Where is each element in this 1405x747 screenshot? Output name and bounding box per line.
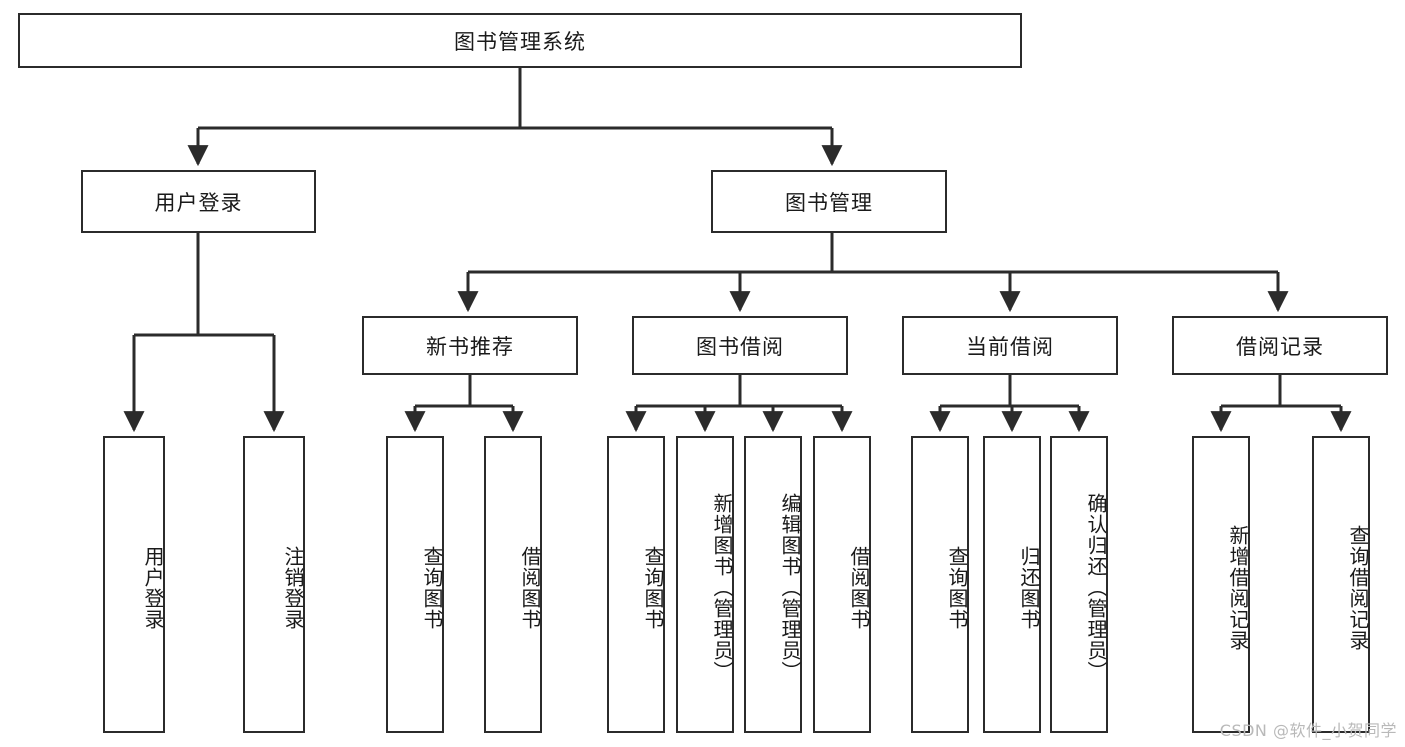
node-book-management[interactable]: 图书管理 [711,170,947,233]
node-current-query-book[interactable]: 查询图书 [911,436,969,733]
node-borrow-query-book-label: 查询图书 [641,545,665,630]
node-recommend-borrow-book[interactable]: 借阅图书 [484,436,542,733]
node-borrow-records-label: 借阅记录 [1236,334,1324,359]
node-new-book-recommend-label: 新书推荐 [426,334,514,359]
node-current-confirm-return-label: 确认归还（管理员） [1084,493,1108,682]
node-recommend-borrow-book-label: 借阅图书 [518,545,542,630]
node-book-borrow[interactable]: 图书借阅 [632,316,848,375]
node-current-borrow-label: 当前借阅 [966,334,1054,359]
node-records-add-label: 新增借阅记录 [1226,524,1250,651]
node-root-label: 图书管理系统 [454,29,586,54]
node-borrow-borrow-book-label: 借阅图书 [847,545,871,630]
node-user-login[interactable]: 用户登录 [81,170,316,233]
node-user-login-label: 用户登录 [154,190,243,215]
node-current-borrow[interactable]: 当前借阅 [902,316,1118,375]
node-records-query-label: 查询借阅记录 [1346,524,1370,651]
node-records-query[interactable]: 查询借阅记录 [1312,436,1370,733]
node-user-login-do[interactable]: 用户登录 [103,436,165,733]
node-book-borrow-label: 图书借阅 [696,334,784,359]
node-recommend-query-book-label: 查询图书 [420,545,444,630]
node-borrow-edit-book-label: 编辑图书（管理员） [778,493,802,682]
node-borrow-borrow-book[interactable]: 借阅图书 [813,436,871,733]
node-current-return-book[interactable]: 归还图书 [983,436,1041,733]
watermark: CSDN @软件_小贺同学 [1219,721,1397,740]
node-user-logout[interactable]: 注销登录 [243,436,305,733]
node-user-logout-label: 注销登录 [281,545,305,630]
node-current-query-book-label: 查询图书 [945,545,969,630]
node-borrow-query-book[interactable]: 查询图书 [607,436,665,733]
node-user-login-do-label: 用户登录 [141,545,165,630]
node-borrow-edit-book[interactable]: 编辑图书（管理员） [744,436,802,733]
node-borrow-records[interactable]: 借阅记录 [1172,316,1388,375]
node-current-return-book-label: 归还图书 [1017,545,1041,630]
node-records-add[interactable]: 新增借阅记录 [1192,436,1250,733]
node-borrow-add-book-label: 新增图书（管理员） [710,493,734,682]
node-root[interactable]: 图书管理系统 [18,13,1022,68]
node-new-book-recommend[interactable]: 新书推荐 [362,316,578,375]
node-recommend-query-book[interactable]: 查询图书 [386,436,444,733]
node-current-confirm-return[interactable]: 确认归还（管理员） [1050,436,1108,733]
node-borrow-add-book[interactable]: 新增图书（管理员） [676,436,734,733]
node-book-management-label: 图书管理 [785,190,873,215]
